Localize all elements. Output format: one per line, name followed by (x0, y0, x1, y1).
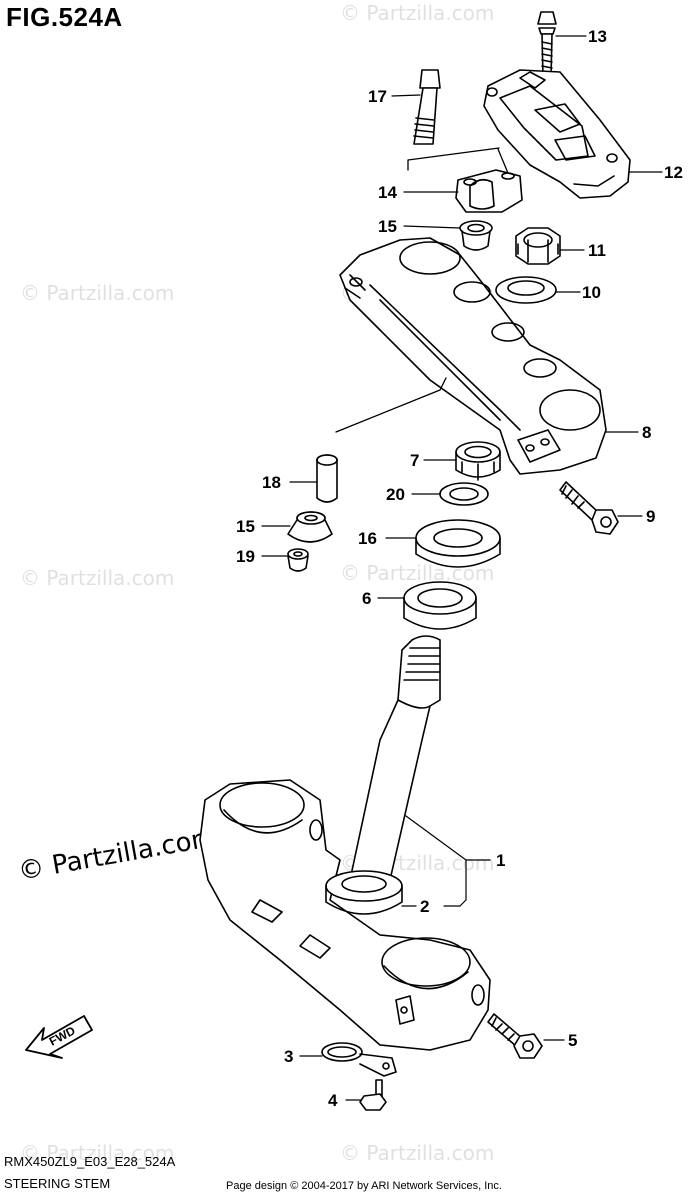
watermark: © Partzilla.com (340, 1, 494, 25)
callout-9: 9 (646, 507, 655, 526)
callout-20: 20 (386, 485, 405, 504)
bolt-5 (487, 1013, 543, 1059)
figure-title: FIG.524A (6, 2, 123, 32)
bolt-9 (559, 481, 619, 535)
callout-17: 17 (368, 87, 387, 106)
bearing-6 (403, 581, 477, 630)
watermark-large: © Partzilla.com (16, 823, 219, 887)
callout-14: 14 (378, 183, 397, 202)
cushion-15-lower (287, 511, 333, 543)
clamp-3 (321, 1042, 397, 1077)
pin-18 (316, 454, 338, 503)
callout-2: 2 (420, 897, 429, 916)
screw-4 (359, 1079, 387, 1111)
callout-5: 5 (568, 1031, 577, 1050)
steering-stem-1 (199, 635, 491, 1051)
callout-11: 11 (588, 241, 606, 260)
callout-4: 4 (328, 1091, 338, 1110)
group-name: STEERING STEM (4, 1176, 111, 1191)
callout-15: 15 (378, 217, 397, 236)
watermark: © Partzilla.com (340, 561, 494, 585)
callout-1: 1 (496, 851, 505, 870)
bolt-17 (413, 69, 441, 145)
callout-6: 6 (362, 589, 371, 608)
watermark: © Partzilla.com (20, 566, 174, 590)
leader-lines (261, 35, 663, 1101)
callout-15: 15 (236, 517, 255, 536)
callout-numbers: 13 17 12 14 15 11 10 8 7 18 20 9 15 16 1… (236, 27, 683, 1110)
upper-bracket-8 (339, 237, 607, 475)
handlebar-holder-14 (455, 169, 523, 213)
callout-12: 12 (664, 163, 683, 182)
nut-11 (515, 227, 561, 265)
callout-18: 18 (262, 473, 281, 492)
callout-10: 10 (582, 283, 601, 302)
callout-3: 3 (284, 1047, 293, 1066)
washer-20 (439, 482, 489, 506)
callout-19: 19 (236, 547, 255, 566)
callout-13: 13 (588, 27, 607, 46)
watermark: © Partzilla.com (20, 281, 174, 305)
callout-7: 7 (410, 451, 419, 470)
callout-8: 8 (642, 423, 651, 442)
callout-16: 16 (358, 529, 377, 548)
page-credit: Page design © 2004-2017 by ARI Network S… (226, 1180, 502, 1192)
cushion-15-upper (459, 220, 493, 251)
washer-10 (495, 276, 557, 304)
collar-19 (287, 548, 309, 572)
fwd-arrow-icon: FWD (25, 1015, 93, 1059)
model-code: RMX450ZL9_E03_E28_524A (4, 1154, 176, 1169)
bolt-13 (537, 11, 557, 79)
nut-7 (455, 441, 501, 481)
handlebar-holder-12 (483, 69, 631, 199)
watermark: © Partzilla.com (20, 1141, 174, 1165)
dust-seal-16 (415, 519, 501, 568)
watermark: © Partzilla.com (340, 1141, 494, 1165)
